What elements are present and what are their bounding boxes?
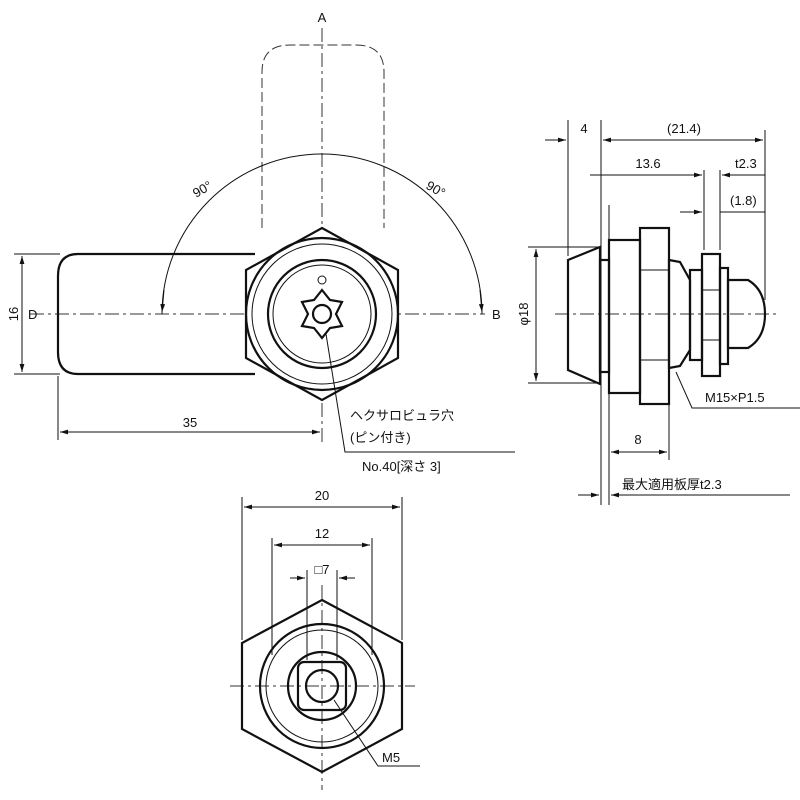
label-d: D: [28, 307, 37, 322]
dim-8: 8: [634, 432, 641, 447]
dim-height: 16: [6, 307, 21, 321]
dim-20: 20: [315, 488, 329, 503]
dim-4: 4: [580, 121, 587, 136]
side-view: 4 (21.4) 13.6 t2.3 (1.8) φ18 M15×P1.5 8 …: [516, 120, 800, 505]
lock-nut: [700, 252, 722, 378]
rotation-arc: [161, 153, 483, 315]
front-view: A B D 90° 90° 16 35 ヘクサロビュラ穴 (ピン付き) No.4…: [6, 10, 515, 474]
mount-nut: [638, 226, 671, 406]
dim-1-8: (1.8): [730, 193, 757, 208]
thread-label: M15×P1.5: [705, 390, 765, 405]
dim-t2-3: t2.3: [735, 156, 757, 171]
dim-length: 35: [183, 415, 197, 430]
max-plate-thickness: 最大適用板厚t2.3: [622, 477, 722, 492]
hex-nut-rear: [240, 598, 404, 774]
angle-left: 90°: [190, 178, 215, 201]
callout-pin: (ピン付き): [350, 430, 411, 445]
dim-square-7: □7: [314, 562, 329, 577]
bezel: [566, 245, 602, 386]
washer: [607, 238, 642, 395]
thread-m5: M5: [382, 750, 400, 765]
phantom-lever-a: [261, 44, 385, 228]
angle-right: 90°: [424, 178, 449, 201]
label-b: B: [492, 307, 501, 322]
hexalobular-hole: [300, 288, 344, 340]
callout-depth: No.40[深さ 3]: [362, 459, 441, 474]
rear-view: 20 12 □7 M5: [230, 488, 420, 790]
callout-hexalobular: ヘクサロビュラ穴: [350, 408, 454, 423]
dim-12: 12: [315, 526, 329, 541]
hex-nut-front: [244, 226, 400, 402]
cap: [726, 278, 767, 350]
label-a: A: [318, 10, 327, 25]
cam-lever: [56, 252, 255, 376]
dim-total: (21.4): [667, 121, 701, 136]
dim-diameter: φ18: [516, 303, 531, 326]
dim-13-6: 13.6: [635, 156, 660, 171]
